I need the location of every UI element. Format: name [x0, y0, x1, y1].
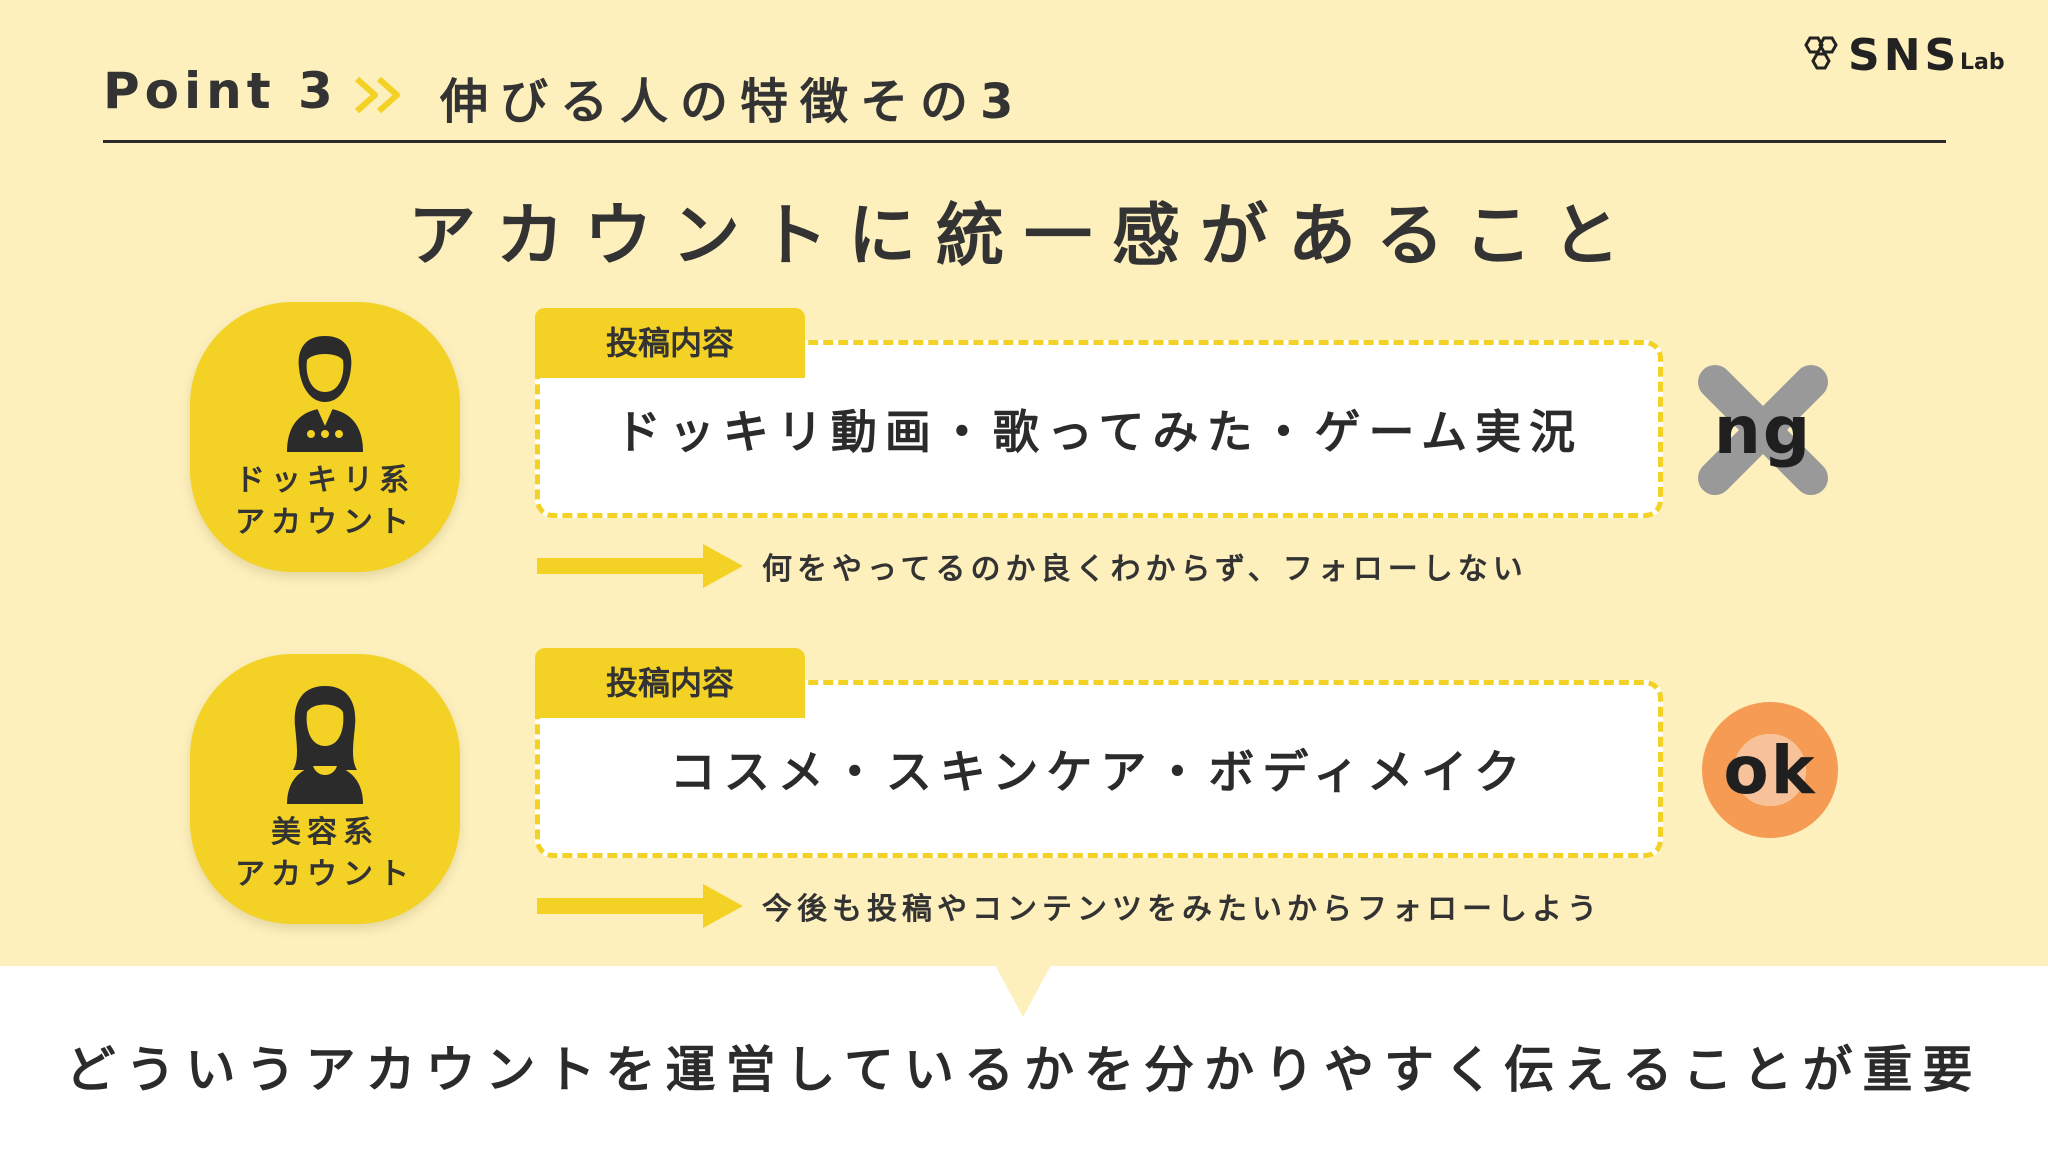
slide-background: Point 3 伸びる人の特徴その3 SNS Lab アカウントに統一感があるこ… [0, 0, 2048, 966]
logo-subtext: Lab [1960, 50, 2005, 75]
arrow-right-icon [537, 884, 743, 928]
account-label-line1: ドッキリ系 [235, 463, 415, 498]
result-text: 何をやってるのか良くわからず、フォローしない [762, 552, 1528, 587]
circle-mark-icon [1702, 702, 1838, 838]
ok-mark-text: ok [1723, 731, 1817, 809]
ok-mark: ok [1700, 700, 1840, 840]
point-label: Point 3 [103, 62, 338, 120]
post-content-box: ドッキリ動画・歌ってみた・ゲーム実況 [535, 340, 1663, 518]
woman-user-icon [287, 686, 363, 804]
account-label-line2: アカウント [235, 857, 415, 892]
conclusion-text: どういうアカウントを運営しているかを分かりやすく伝えることが重要 [65, 1041, 1983, 1099]
account-label-line1: 美容系 [271, 815, 379, 850]
callout-pointer [995, 965, 1051, 1017]
post-content-text: コスメ・スキンケア・ボディメイク [669, 745, 1529, 799]
account-badge-dokkiri: ドッキリ系 アカウント [190, 302, 460, 572]
double-chevron-right-icon [355, 76, 400, 114]
main-heading: アカウントに統一感があること [407, 197, 1640, 276]
header-divider [103, 140, 1946, 143]
ng-mark: ng [1693, 360, 1833, 500]
post-content-text: ドッキリ動画・歌ってみた・ゲーム実況 [614, 405, 1584, 459]
logo-text: SNS [1848, 30, 1961, 81]
account-label-line2: アカウント [235, 505, 415, 540]
section-title: 伸びる人の特徴その3 [440, 74, 1026, 130]
post-content-tag-overlay: 投稿内容 [535, 308, 805, 378]
account-badge-beauty: 美容系 アカウント [190, 654, 460, 924]
post-content-tag: 投稿内容 [535, 648, 805, 718]
account-label: 美容系 アカウント [190, 812, 460, 896]
ng-mark-text: ng [1713, 391, 1813, 469]
man-user-icon [287, 336, 363, 452]
result-text: 今後も投稿やコンテンツをみたいからフォローしよう [762, 892, 1602, 927]
cross-mark-icon [1698, 365, 1828, 495]
arrow-right-icon [537, 544, 743, 588]
honeycomb-icon [1804, 36, 1838, 70]
account-label: ドッキリ系 アカウント [190, 460, 460, 544]
